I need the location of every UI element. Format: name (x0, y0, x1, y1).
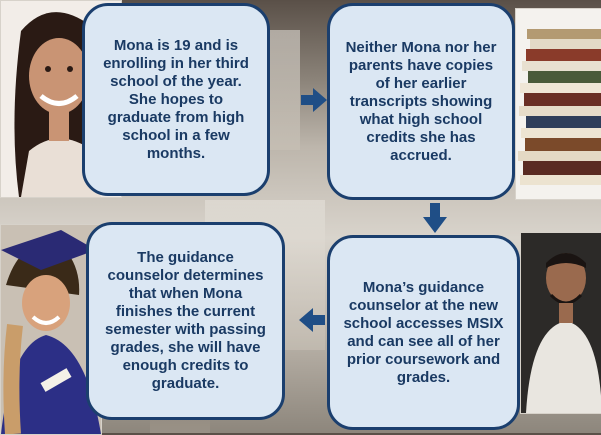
step-4-text: The guidance counselor determines that w… (105, 249, 266, 392)
step-card-4: The guidance counselor determines that w… (86, 222, 285, 420)
arrow-down-icon (423, 203, 447, 233)
stack-of-books-image (516, 9, 601, 199)
step-2-text: Neither Mona nor her parents have copies… (345, 38, 497, 164)
arrow-right-icon (301, 88, 327, 112)
step-card-2: Neither Mona nor her parents have copies… (327, 3, 515, 200)
books-photo (515, 8, 601, 200)
step-3-text: Mona’s guidance counselor at the new sch… (343, 278, 504, 386)
step-card-1: Mona is 19 and is enrolling in her third… (82, 3, 270, 196)
graduate-photo (0, 224, 102, 435)
step-1-text: Mona is 19 and is enrolling in her third… (103, 36, 249, 162)
counselor-portrait-image (521, 233, 601, 413)
step-card-3: Mona’s guidance counselor at the new sch… (327, 235, 520, 430)
counselor-photo (520, 232, 601, 414)
graduate-image (1, 225, 101, 434)
arrow-left-icon (299, 308, 325, 332)
